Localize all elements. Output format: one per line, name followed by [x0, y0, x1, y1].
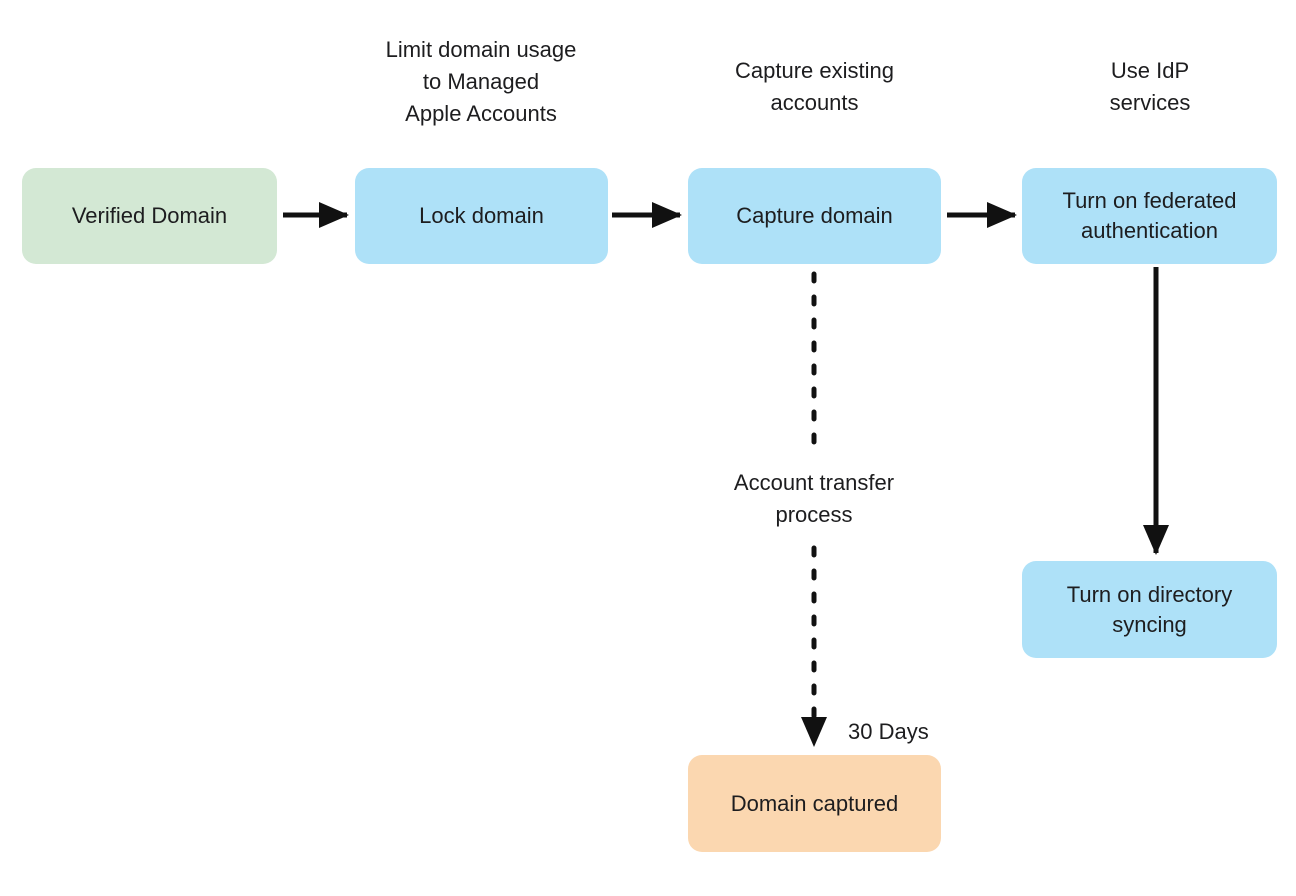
- node-lock-domain: Lock domain: [355, 168, 608, 264]
- step-label-line: Limit domain usage: [385, 37, 577, 62]
- step-label-use-idp-services: Use IdP services: [1000, 55, 1296, 119]
- edge-label-account-transfer-process: Account transfer process: [664, 467, 964, 531]
- edge-label-line: Account transfer: [733, 470, 895, 495]
- step-label-line: accounts: [770, 90, 859, 115]
- node-verified-domain-label: Verified Domain: [71, 203, 228, 228]
- step-label-line: Capture existing: [735, 58, 894, 83]
- step-label-line: Use IdP: [1110, 58, 1190, 83]
- node-verified-domain: Verified Domain: [22, 168, 277, 264]
- edge-label-30-days: 30 Days: [848, 719, 929, 744]
- edge-label-line: process: [775, 502, 853, 527]
- node-turn-on-directory-syncing-label: Turn on directory syncing: [1066, 581, 1233, 637]
- node-turn-on-federated-authentication-label: Turn on federated authentication: [1062, 188, 1237, 243]
- step-label-line: services: [1109, 90, 1191, 115]
- node-capture-domain: Capture domain: [688, 168, 941, 264]
- step-label-line: to Managed: [422, 69, 540, 94]
- node-lock-domain-label: Lock domain: [419, 203, 544, 228]
- node-domain-captured: Domain captured: [688, 755, 941, 852]
- node-domain-captured-label: Domain captured: [730, 790, 899, 816]
- step-label-line: Apple Accounts: [405, 101, 557, 126]
- node-turn-on-directory-syncing: Turn on directory syncing: [1022, 561, 1277, 658]
- step-label-limit-domain-usage: Limit domain usage to Managed Apple Acco…: [327, 34, 635, 130]
- node-capture-domain-label: Capture domain: [736, 203, 893, 228]
- node-turn-on-federated-authentication: Turn on federated authentication: [1022, 168, 1277, 264]
- step-label-capture-existing-accounts: Capture existing accounts: [663, 55, 966, 119]
